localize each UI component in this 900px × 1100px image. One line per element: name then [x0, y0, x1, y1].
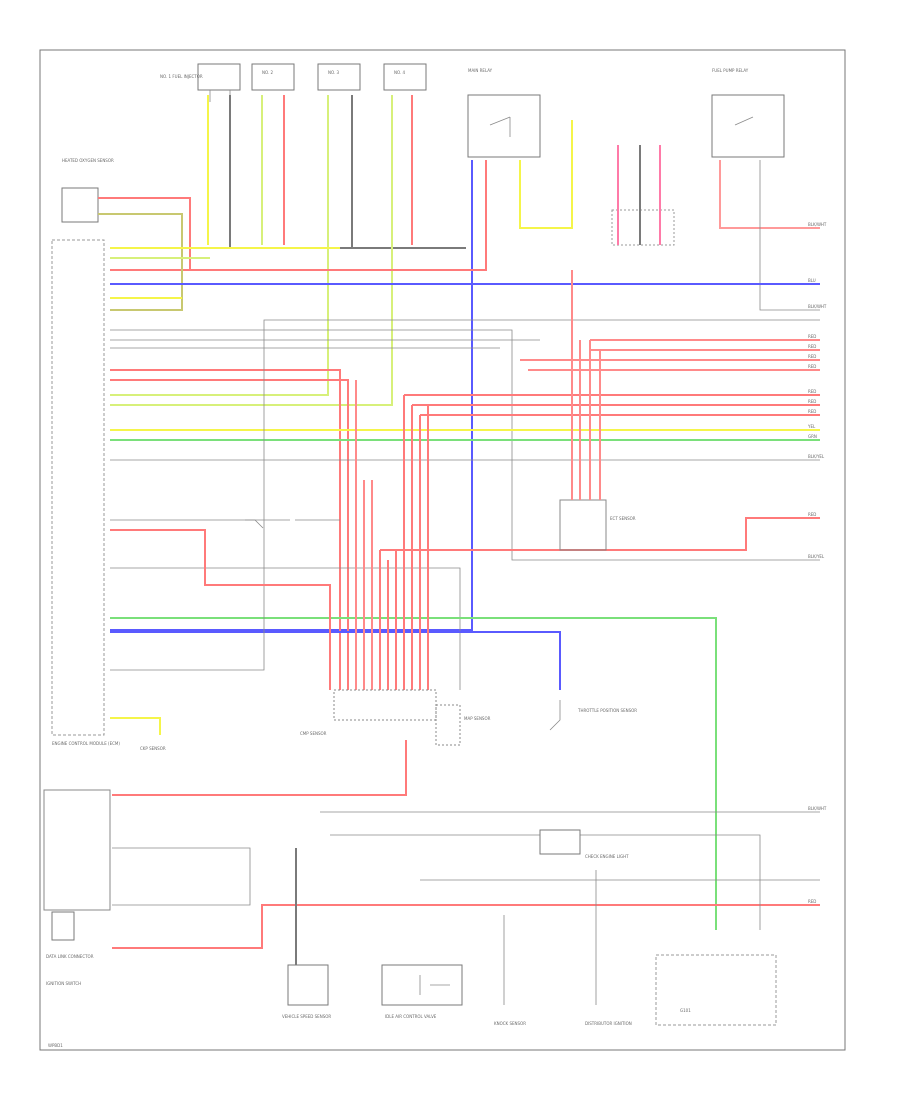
map-sensor-label: MAP SENSOR [464, 716, 491, 721]
right-wire-label: RED [808, 364, 816, 369]
main-relay: MAIN RELAY [467, 68, 541, 158]
distributor-label: DISTRIBUTOR IGNITION [585, 1021, 632, 1026]
ecm-label: ENGINE CONTROL MODULE (ECM) [52, 741, 120, 746]
injector-4-label: NO. 4 [394, 70, 406, 75]
right-wire-label: RED [808, 399, 816, 404]
throttle-switch: THROTTLE POSITION SENSOR [549, 700, 637, 731]
fuel-pump-relay-label: FUEL PUMP RELAY [712, 68, 749, 73]
connector-block [611, 145, 675, 246]
vss-label: VEHICLE SPEED SENSOR [282, 1014, 331, 1019]
fuel-pump-relay: FUEL PUMP RELAY [711, 68, 785, 158]
map-sensor: MAP SENSOR [435, 704, 491, 746]
right-wire-label: RED [808, 512, 816, 517]
ect-label: ECT SENSOR [610, 516, 636, 521]
right-wire-label: RED [808, 389, 816, 394]
right-wire-label: BLK/YEL [808, 554, 825, 559]
injector-4: NO. 4 [383, 63, 427, 91]
main-relay-label: MAIN RELAY [468, 68, 493, 73]
throttle-label: THROTTLE POSITION SENSOR [577, 708, 637, 713]
injector-1-label: NO. 1 FUEL INJECTOR [160, 74, 203, 79]
right-wire-label: BLK/WHT [808, 304, 827, 309]
injector-2-label: NO. 2 [262, 70, 274, 75]
right-wire-label: RED [808, 344, 816, 349]
right-wire-label: RED [808, 899, 816, 904]
right-wire-label: GRN [808, 434, 817, 439]
ckp-sensor: CKP SENSOR [110, 717, 166, 751]
ground-label: G101 [680, 1008, 691, 1013]
right-labels: BLK/WHT BLU BLK/WHT RED RED RED RED RED RED RED YE… [807, 222, 827, 904]
injector-3: NO. 3 [317, 63, 361, 91]
diagram-frame [39, 49, 846, 1051]
ignition-switch-label: IGNITION SWITCH [46, 981, 81, 986]
injector-2: NO. 2 [251, 63, 295, 91]
injector-1: NO. 1 FUEL INJECTOR [160, 63, 241, 102]
right-wire-label: YEL [807, 424, 816, 429]
check-engine-label: CHECK ENGINE LIGHT [585, 854, 629, 859]
sensor-o2-label: HEATED OXYGEN SENSOR [62, 158, 114, 163]
knock-sensor: KNOCK SENSOR [494, 1021, 526, 1026]
sensor-o2: HEATED OXYGEN SENSOR [61, 158, 114, 223]
knock-label: KNOCK SENSOR [494, 1021, 526, 1026]
iac-valve: IDLE AIR CONTROL VALVE [381, 964, 463, 1019]
right-wire-label: RED [808, 409, 816, 414]
iac-label: IDLE AIR CONTROL VALVE [385, 1014, 437, 1019]
ignition-switch: IGNITION SWITCH [43, 789, 111, 986]
data-link-label: DATA LINK CONNECTOR [46, 954, 94, 959]
right-wire-label: RED [808, 354, 816, 359]
distributor: DISTRIBUTOR IGNITION [585, 1021, 632, 1026]
right-wire-label: BLU [808, 278, 816, 283]
ecm: ENGINE CONTROL MODULE (ECM) [51, 239, 120, 746]
ect-connector: ECT SENSOR [559, 270, 636, 551]
vss: VEHICLE SPEED SENSOR [282, 964, 331, 1019]
page-label: WPBD1 [48, 1043, 63, 1048]
ground-area: G101 [655, 954, 777, 1026]
lower-connector-label: CMP SENSOR [300, 731, 327, 736]
right-wire-label: RED [808, 334, 816, 339]
injector-3-label: NO. 3 [328, 70, 340, 75]
data-link: DATA LINK CONNECTOR [46, 911, 94, 959]
lower-connector: CMP SENSOR [300, 689, 437, 736]
ckp-label: CKP SENSOR [140, 746, 166, 751]
right-wire-label: BLK/WHT [808, 806, 827, 811]
right-wire-label: BLK/YEL [808, 454, 825, 459]
check-engine: CHECK ENGINE LIGHT [539, 829, 629, 859]
right-wire-label: BLK/WHT [808, 222, 827, 227]
